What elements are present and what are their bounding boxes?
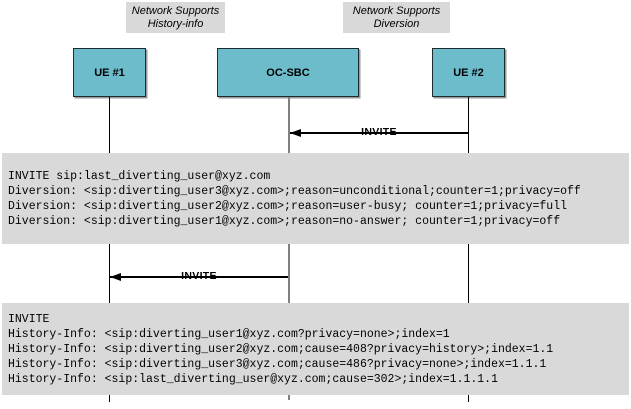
actor-ocsbc: OC-SBC [217, 48, 359, 97]
lifeline-ocsbc [288, 97, 290, 400]
note-history-info: Network Supports History-info [126, 2, 225, 33]
note-line: Diversion [373, 17, 420, 30]
note-line: History-info [147, 17, 204, 30]
message-line [290, 132, 468, 134]
sip-message-block-diversion: INVITE sip:last_diverting_user@xyz.com D… [2, 153, 629, 244]
lifeline-ue2 [467, 97, 469, 402]
message-line [110, 276, 288, 278]
sip-message-line: Diversion: <sip:diverting_user2@xyz.com>… [8, 199, 567, 213]
note-line: Network Supports [131, 4, 220, 17]
actor-label: OC-SBC [266, 66, 310, 79]
note-line: Network Supports [352, 4, 441, 17]
sip-message-line: History-Info: <sip:diverting_user1@xyz.c… [8, 327, 450, 341]
sip-message-line: Diversion: <sip:diverting_user1@xyz.com>… [8, 214, 561, 228]
actor-label: UE #2 [453, 66, 484, 79]
sip-message-line: History-Info: <sip:diverting_user2@xyz.c… [8, 342, 554, 356]
message-label: INVITE [181, 270, 217, 282]
sip-message-line: Diversion: <sip:diverting_user3@xyz.com>… [8, 184, 581, 198]
sip-message-line: INVITE sip:last_diverting_user@xyz.com [8, 169, 271, 183]
sip-message-line: INVITE [8, 312, 50, 326]
note-diversion: Network Supports Diversion [343, 2, 450, 33]
actor-label: UE #1 [94, 66, 125, 79]
lifeline-ue1 [108, 97, 110, 402]
actor-ue2: UE #2 [432, 48, 505, 97]
sip-message-line: History-Info: <sip:last_diverting_user@x… [8, 372, 498, 386]
sip-message-line: History-Info: <sip:diverting_user3@xyz.c… [8, 357, 547, 371]
arrowhead-left-icon [290, 128, 301, 137]
sip-message-block-history-info: INVITE History-Info: <sip:diverting_user… [2, 303, 629, 395]
message-label: INVITE [361, 126, 397, 138]
arrowhead-left-icon [110, 272, 121, 281]
actor-ue1: UE #1 [73, 48, 146, 97]
